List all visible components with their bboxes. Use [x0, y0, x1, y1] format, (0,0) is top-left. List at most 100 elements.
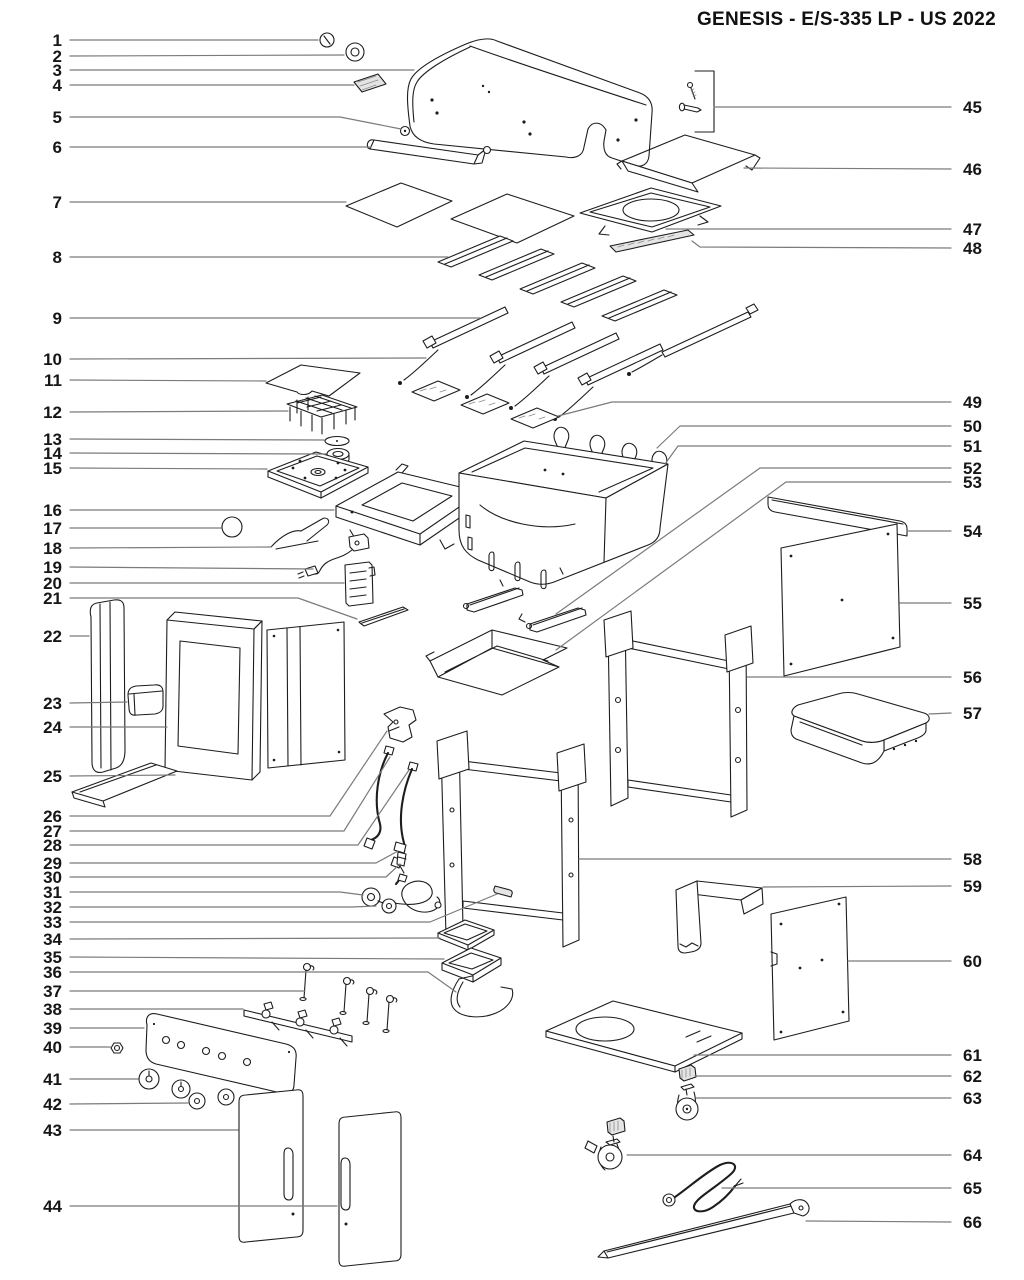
leader-line-66	[805, 1220, 952, 1223]
part-52-rail-b-drawing	[518, 607, 587, 633]
part-number-40: 40	[43, 1038, 62, 1057]
part-number-30: 30	[43, 868, 62, 887]
part-number-32: 32	[43, 898, 62, 917]
part-8-flavorizer-bars-drawing	[437, 235, 678, 322]
leader-line-28	[69, 769, 410, 846]
part-18-wire-bracket-drawing	[270, 517, 330, 550]
leader-line-53	[555, 481, 952, 651]
leader-line-52	[555, 467, 952, 615]
part-number-20: 20	[43, 574, 62, 593]
leader-line-34	[69, 937, 441, 940]
part-23-grease-box-drawing	[127, 684, 164, 716]
part-21b-rail-a-drawing	[462, 587, 524, 613]
leader-line-36	[69, 971, 457, 993]
part-9-burner-tubes-drawing	[422, 303, 759, 386]
leader-line-32	[69, 905, 377, 908]
part-43-left-door-drawing	[238, 1089, 304, 1243]
part-40-nut-drawing	[110, 1042, 124, 1054]
part-51-cookbox-drawing	[458, 440, 669, 590]
part-61-bottom-shelf-drawing	[545, 1000, 743, 1073]
part-60-side-panel-drawing	[770, 896, 850, 1041]
part-number-17: 17	[43, 519, 62, 538]
part-number-45: 45	[963, 98, 982, 117]
leader-line-26	[69, 730, 388, 817]
part-58-front-frame-drawing	[436, 730, 587, 948]
part-54-back-rail-drawing	[767, 496, 908, 537]
part-number-48: 48	[963, 239, 982, 258]
part-number-36: 36	[43, 963, 62, 982]
leader-line-51	[664, 445, 952, 465]
part-number-47: 47	[963, 220, 982, 239]
leader-line-48	[691, 240, 952, 249]
part-number-66: 66	[963, 1213, 982, 1232]
part-number-3: 3	[53, 61, 62, 80]
leader-line-23	[69, 701, 128, 704]
part-number-44: 44	[43, 1197, 62, 1216]
part-number-55: 55	[963, 594, 982, 613]
part-15-sear-burner-tray-drawing	[267, 451, 369, 499]
part-number-28: 28	[43, 836, 62, 855]
part-2-grommet-drawing	[345, 42, 365, 62]
part-number-63: 63	[963, 1089, 982, 1108]
leader-line-57	[928, 712, 952, 715]
part-11-heat-deflector-drawing	[265, 364, 361, 397]
part-64-locking-caster-drawing	[584, 1117, 626, 1171]
part-number-19: 19	[43, 558, 62, 577]
part-59-shelf-bracket-drawing	[675, 880, 764, 954]
leader-line-2	[69, 54, 345, 57]
part-number-61: 61	[963, 1046, 982, 1065]
part-24-side-panel-assembly-drawing	[164, 611, 346, 781]
part-5-handle-screw-drawing	[399, 125, 411, 137]
part-number-5: 5	[53, 108, 62, 127]
part-number-15: 15	[43, 459, 62, 478]
part-17-knob-ball-drawing	[221, 516, 243, 538]
part-number-26: 26	[43, 807, 62, 826]
part-3-lid-drawing	[406, 38, 653, 167]
part-4-logo-plate-drawing	[353, 73, 387, 93]
part-31-32-regulator-hose-drawing	[361, 873, 442, 914]
part-47-mounting-frame-drawing	[579, 187, 722, 236]
part-number-46: 46	[963, 160, 982, 179]
part-number-34: 34	[43, 930, 62, 949]
part-19-igniter-module-drawing	[297, 533, 370, 579]
part-number-58: 58	[963, 850, 982, 869]
leader-line-21	[69, 597, 358, 620]
part-number-43: 43	[43, 1121, 62, 1140]
part-46-warming-rack-drawing	[616, 134, 761, 193]
part-13-burner-cap-drawing	[324, 435, 350, 447]
part-number-41: 41	[43, 1070, 62, 1089]
leader-line-46	[743, 167, 952, 170]
part-number-53: 53	[963, 473, 982, 492]
part-number-8: 8	[53, 248, 62, 267]
part-36-pan-holder-drawing	[450, 975, 514, 1018]
part-55-back-panel-drawing	[780, 523, 901, 677]
part-62-caster-stem-drawing	[678, 1064, 697, 1082]
part-number-12: 12	[43, 403, 62, 422]
part-65-ground-cable-drawing	[662, 1161, 744, 1213]
part-number-2: 2	[53, 47, 62, 66]
part-number-57: 57	[963, 704, 982, 723]
leader-line-59	[762, 885, 952, 888]
part-45-screw-kit-drawing	[678, 70, 715, 133]
part-7-cooking-grates-drawing	[345, 182, 575, 244]
part-number-62: 62	[963, 1067, 982, 1086]
leader-line-35	[69, 956, 445, 960]
part-41-main-knobs-drawing	[138, 1068, 191, 1099]
part-44-right-door-drawing	[338, 1111, 402, 1267]
part-57-tank-tray-drawing	[790, 691, 930, 765]
leader-line-11	[69, 379, 267, 382]
part-29-30-valve-fitting-drawing	[393, 841, 407, 874]
leader-line-18	[69, 546, 272, 549]
part-number-10: 10	[43, 350, 62, 369]
part-number-7: 7	[53, 193, 62, 212]
part-number-31: 31	[43, 883, 62, 902]
part-number-33: 33	[43, 913, 62, 932]
part-number-60: 60	[963, 952, 982, 971]
leader-line-13	[69, 438, 325, 441]
part-6-lid-handle-drawing	[366, 139, 492, 165]
part-number-25: 25	[43, 767, 62, 786]
part-number-52: 52	[963, 459, 982, 478]
part-number-22: 22	[43, 627, 62, 646]
